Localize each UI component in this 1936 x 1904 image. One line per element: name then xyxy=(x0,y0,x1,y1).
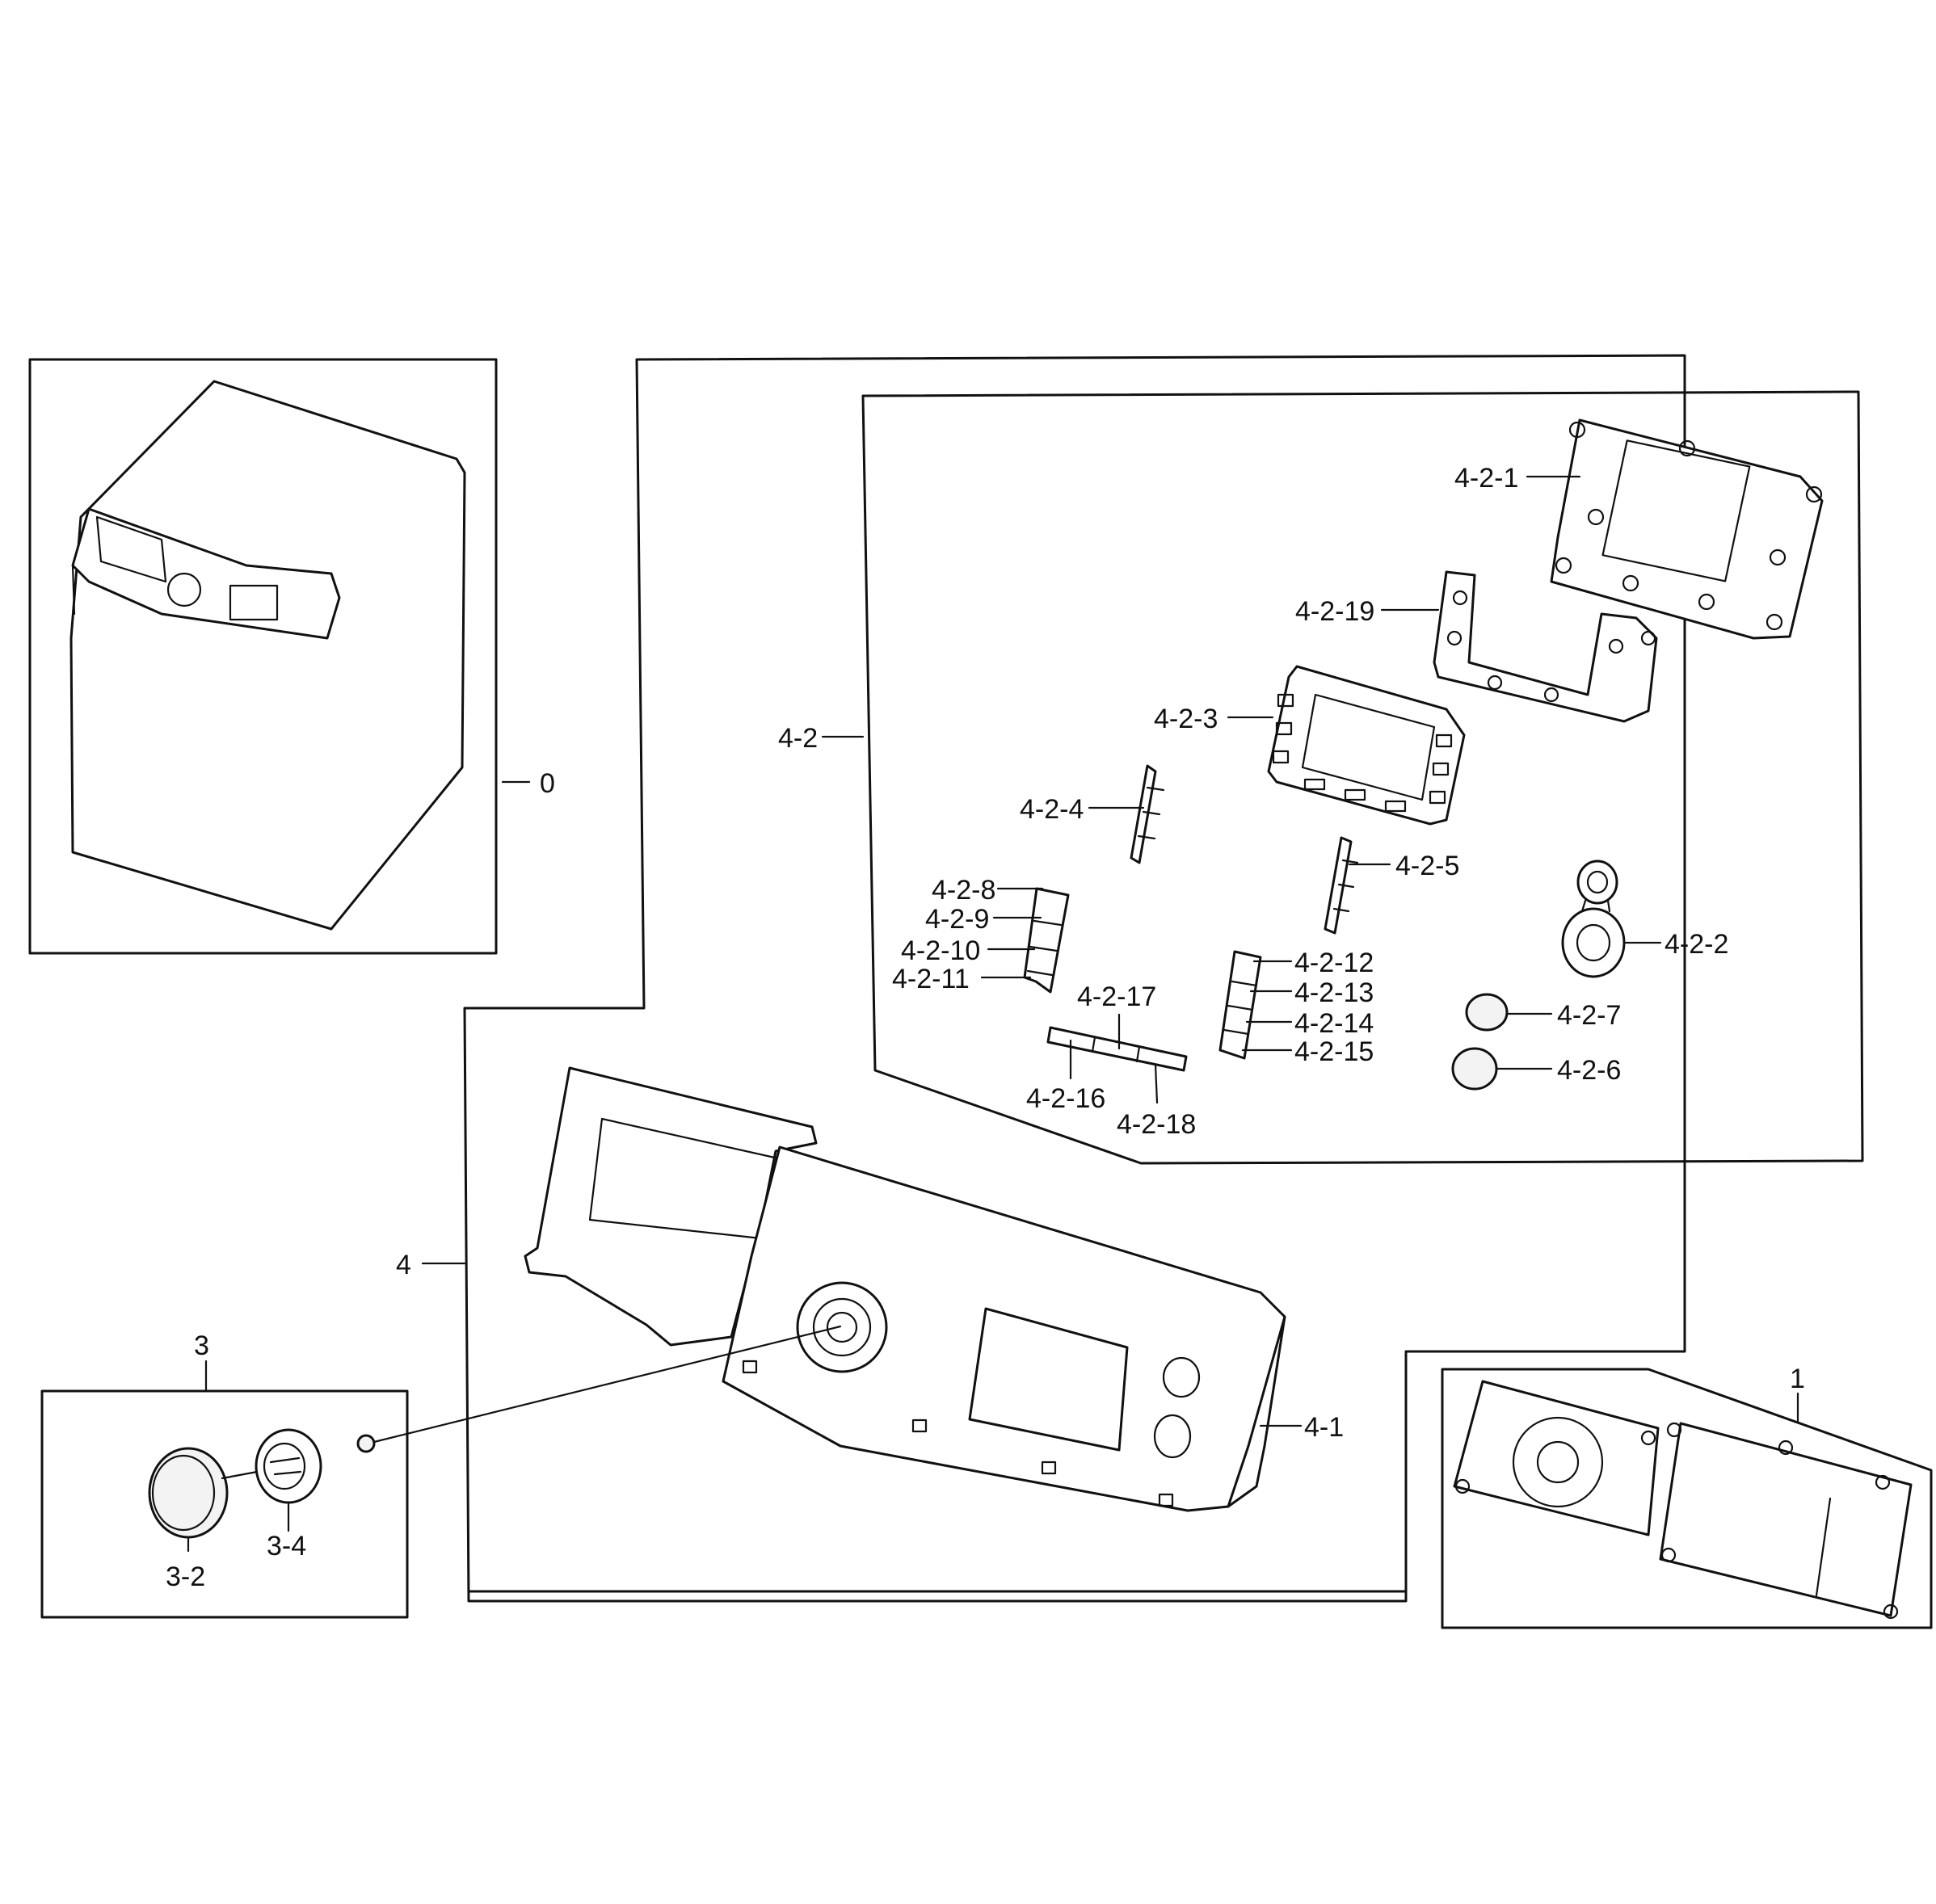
part-4-2-1-main-pcb xyxy=(1550,418,1824,640)
leader-4-2-18 xyxy=(1154,1063,1159,1104)
label-4-2-3: 4-2-3 xyxy=(1154,704,1218,734)
label-4-2-8: 4-2-8 xyxy=(932,875,995,906)
box-3-frame xyxy=(40,1389,409,1619)
label-4-2-16: 4-2-16 xyxy=(1026,1083,1105,1114)
box-0-frame xyxy=(28,358,498,955)
label-4-2-12: 4-2-12 xyxy=(1294,948,1374,978)
label-4-2-14: 4-2-14 xyxy=(1294,1008,1374,1039)
leader-3-2-to-3-4 xyxy=(221,1470,259,1480)
label-4-2-4: 4-2-4 xyxy=(1020,794,1084,825)
part-4-2-8-11-button-stack xyxy=(1023,887,1070,994)
label-3-4: 3-4 xyxy=(267,1531,306,1561)
label-3: 3 xyxy=(194,1330,209,1361)
part-4-2-6-power-button xyxy=(1451,1047,1498,1091)
box-4-2-frame xyxy=(861,390,1864,1165)
part-4-2-7-round-button xyxy=(1465,993,1509,1032)
box-1-frame xyxy=(1441,1368,1933,1629)
part-4-2-19-u-board xyxy=(1433,570,1658,723)
label-4-2-2: 4-2-2 xyxy=(1665,929,1728,960)
label-4-2-7: 4-2-7 xyxy=(1557,1000,1621,1031)
label-4-2-19: 4-2-19 xyxy=(1295,596,1374,627)
label-1: 1 xyxy=(1790,1364,1805,1394)
part-3-screw xyxy=(356,1434,376,1453)
label-4-2-5: 4-2-5 xyxy=(1395,851,1459,881)
label-4-2-6: 4-2-6 xyxy=(1557,1055,1621,1086)
leader-knob-assembly xyxy=(372,1325,842,1444)
part-4-2-12-15-button-stack xyxy=(1218,950,1262,1060)
label-0: 0 xyxy=(540,768,555,799)
part-4-2-4-button-strip xyxy=(1130,764,1165,864)
label-4-2-18: 4-2-18 xyxy=(1117,1109,1196,1140)
part-4-1-control-panel xyxy=(524,1066,1286,1512)
part-3-4-knob-base xyxy=(255,1428,322,1504)
part-4-2-3-display-holder xyxy=(1267,665,1466,826)
label-4-2: 4-2 xyxy=(778,723,818,754)
part-3-2-knob-cap xyxy=(148,1447,229,1539)
label-4-2-9: 4-2-9 xyxy=(925,904,989,935)
label-4-2-1: 4-2-1 xyxy=(1454,463,1518,494)
label-4-1: 4-1 xyxy=(1304,1412,1344,1443)
part-4-2-5-button-strip xyxy=(1324,836,1359,935)
part-4-2-2-encoder xyxy=(1561,860,1626,978)
part-0-washer xyxy=(69,380,466,931)
label-3-2: 3-2 xyxy=(166,1561,205,1592)
label-4-2-10: 4-2-10 xyxy=(901,935,980,966)
label-4-2-17: 4-2-17 xyxy=(1077,981,1156,1012)
label-4-2-11: 4-2-11 xyxy=(892,964,970,994)
part-4-2-16-18-button-bar xyxy=(1046,1026,1188,1072)
box-4-frame xyxy=(463,354,1686,1603)
label-4-2-15: 4-2-15 xyxy=(1294,1036,1374,1067)
label-4-2-13: 4-2-13 xyxy=(1294,977,1374,1008)
label-4: 4 xyxy=(396,1250,411,1280)
part-1-pcb-assembly xyxy=(1453,1380,1913,1620)
